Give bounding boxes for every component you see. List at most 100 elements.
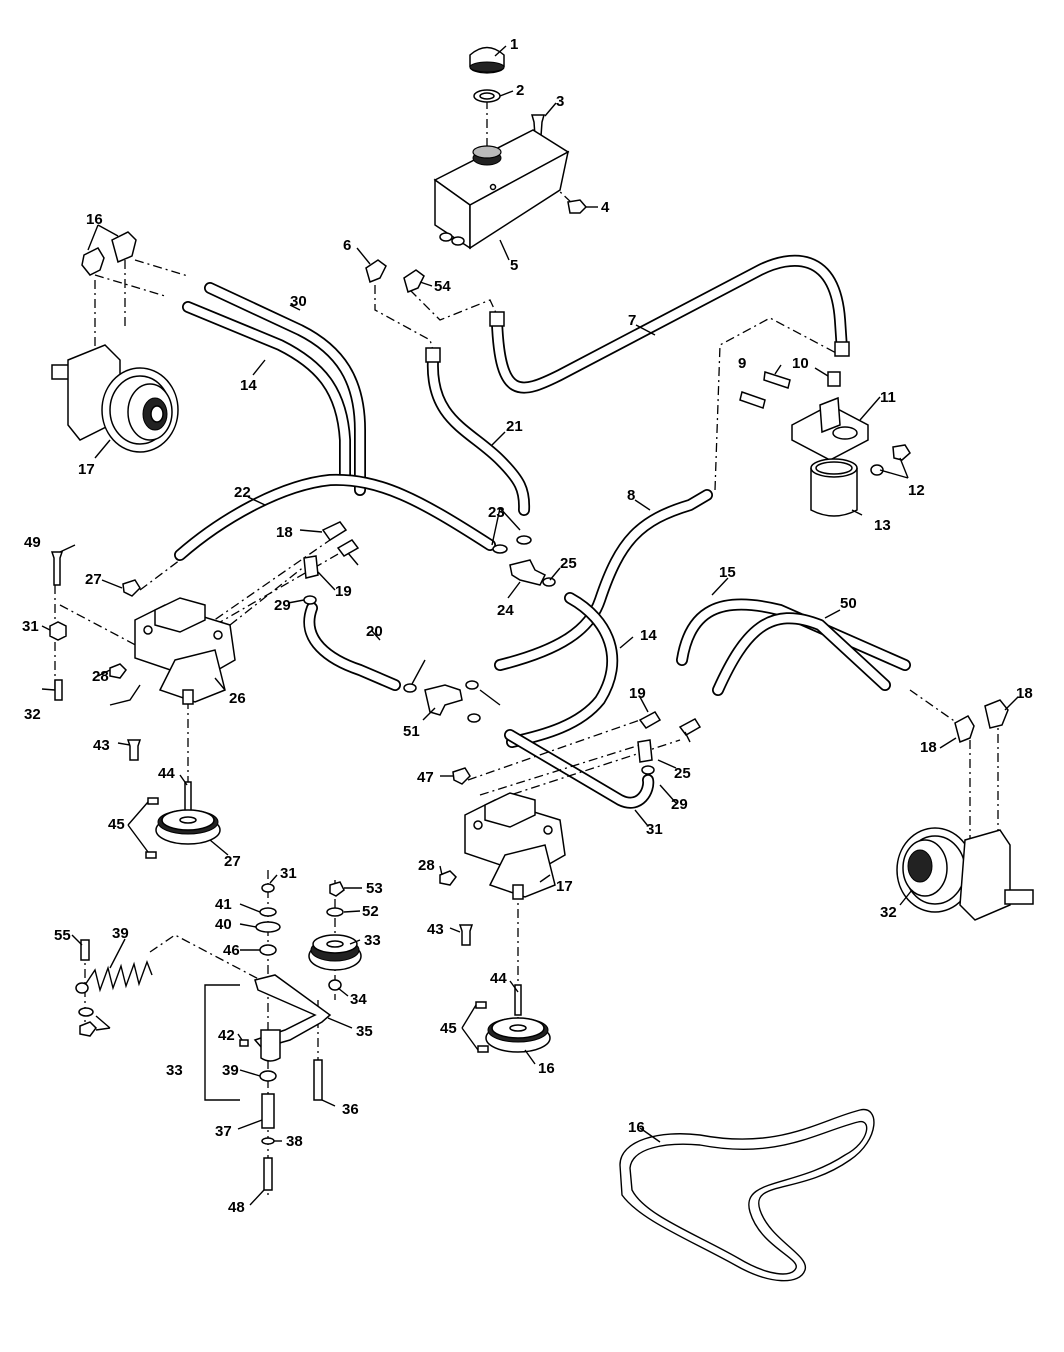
nut-part <box>567 199 588 214</box>
pulley-part <box>155 809 221 845</box>
callout-label: 46 <box>223 942 240 959</box>
callout-label: 39 <box>112 925 129 942</box>
elbow-fitting-part <box>403 269 425 294</box>
callout-label: 36 <box>342 1101 359 1118</box>
callout-label: 27 <box>224 853 241 870</box>
callout-label: 38 <box>286 1133 303 1150</box>
callout-label: 50 <box>840 595 857 612</box>
callout-label: 25 <box>674 765 691 782</box>
callout-label: 19 <box>629 685 646 702</box>
callout-label: 45 <box>108 816 125 833</box>
callout-label: 17 <box>78 461 95 478</box>
callout-label: 14 <box>640 627 657 644</box>
callout-label: 11 <box>880 389 896 406</box>
callout-label: 19 <box>335 583 352 600</box>
callout-label: 3 <box>556 93 564 110</box>
callout-label: 22 <box>234 484 251 501</box>
callout-label: 15 <box>719 564 736 581</box>
callout-label: 25 <box>560 555 577 572</box>
callout-label: 30 <box>290 293 307 310</box>
callout-label: 27 <box>85 571 102 588</box>
callout-label: 45 <box>440 1020 457 1037</box>
hoses <box>174 254 911 809</box>
filter-head-part <box>791 396 869 461</box>
callout-label: 48 <box>228 1199 245 1216</box>
hydraulic-motor-part <box>51 344 179 453</box>
callout-label: 41 <box>215 896 232 913</box>
callout-label: 8 <box>627 487 635 504</box>
reservoir-tank-part <box>433 129 570 250</box>
parts <box>49 46 1034 1282</box>
callout-label: 24 <box>497 602 514 619</box>
callout-label: 16 <box>86 211 103 228</box>
callout-label: 18 <box>1016 685 1033 702</box>
spring-part <box>75 960 153 994</box>
callout-label: 51 <box>403 723 420 740</box>
callout-label: 13 <box>874 517 891 534</box>
callout-label: 37 <box>215 1123 232 1140</box>
callout-label: 14 <box>240 377 257 394</box>
callout-label: 23 <box>488 504 505 521</box>
tee-fitting-part <box>509 559 547 586</box>
callout-label: 33 <box>364 932 381 949</box>
callout-label: 54 <box>434 278 451 295</box>
callout-label: 55 <box>54 927 71 944</box>
callout-label: 16 <box>538 1060 555 1077</box>
hydraulic-motor-part <box>896 827 1034 921</box>
drive-belt-part <box>619 1108 875 1282</box>
callout-label: 32 <box>24 706 41 723</box>
callout-label: 52 <box>362 903 379 920</box>
callout-label: 33 <box>166 1062 183 1079</box>
bolt-part <box>763 371 791 389</box>
idler-pulley-part <box>308 934 362 971</box>
leader-lines <box>41 45 1019 1206</box>
callout-label: 28 <box>92 668 109 685</box>
callout-numbers: 1 2 3 4 5 6 54 7 9 10 11 12 13 16 30 14 … <box>22 36 1033 1216</box>
callout-label: 42 <box>218 1027 235 1044</box>
callout-label: 31 <box>646 821 663 838</box>
callout-label: 1 <box>510 36 518 53</box>
callout-label: 40 <box>215 916 232 933</box>
callout-label: 2 <box>516 82 524 99</box>
callout-label: 39 <box>222 1062 239 1079</box>
hydrostatic-pump-part <box>134 597 236 705</box>
callout-label: 44 <box>158 765 175 782</box>
callout-label: 43 <box>93 737 110 754</box>
callout-label: 10 <box>792 355 809 372</box>
callout-label: 29 <box>671 796 688 813</box>
callout-label: 7 <box>628 312 636 329</box>
bolt-part <box>739 391 766 409</box>
callout-label: 35 <box>356 1023 373 1040</box>
callout-label: 17 <box>556 878 573 895</box>
callout-label: 12 <box>908 482 925 499</box>
callout-label: 6 <box>343 237 351 254</box>
callout-label: 31 <box>22 618 39 635</box>
callout-label: 16 <box>628 1119 645 1136</box>
callout-label: 20 <box>366 623 383 640</box>
callout-label: 43 <box>427 921 444 938</box>
hydrostatic-pump-part <box>464 792 566 900</box>
callout-label: 31 <box>280 865 297 882</box>
callout-label: 4 <box>601 199 610 216</box>
callout-label: 29 <box>274 597 291 614</box>
filter-cartridge-part <box>810 458 858 517</box>
callout-label: 49 <box>24 534 41 551</box>
callout-label: 18 <box>920 739 937 756</box>
callout-label: 28 <box>418 857 435 874</box>
tee-fitting-part <box>424 684 463 716</box>
callout-label: 32 <box>880 904 897 921</box>
callout-label: 53 <box>366 880 383 897</box>
pulley-part <box>485 1017 551 1053</box>
callout-label: 5 <box>510 257 518 274</box>
callout-label: 34 <box>350 991 367 1008</box>
callout-label: 26 <box>229 690 246 707</box>
callout-label: 9 <box>738 355 746 372</box>
elbow-fitting-part <box>365 259 387 284</box>
callout-label: 44 <box>490 970 507 987</box>
callout-label: 21 <box>506 418 523 435</box>
reservoir-cap-part <box>469 46 505 74</box>
callout-label: 18 <box>276 524 293 541</box>
callout-label: 47 <box>417 769 434 786</box>
